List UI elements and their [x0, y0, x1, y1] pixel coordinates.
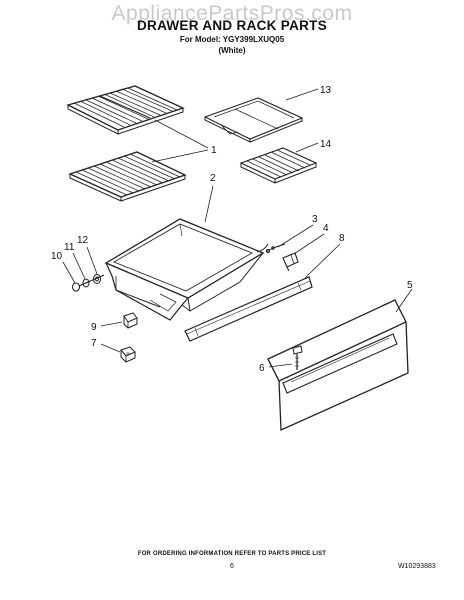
leader-7 — [100, 343, 121, 353]
leader-9 — [100, 321, 123, 327]
panel-screw — [292, 345, 303, 370]
callout-13: 13 — [320, 85, 332, 96]
leader-8 — [304, 243, 341, 279]
callout-5: 5 — [407, 280, 413, 291]
half-rack-frame — [203, 97, 304, 143]
watermark: AppliancePartsPros.com — [111, 2, 353, 25]
leader-6 — [268, 363, 293, 368]
drawer-front-trim — [184, 276, 313, 342]
oven-rack-lower — [68, 151, 187, 202]
leader-10 — [62, 261, 76, 284]
leader-12 — [86, 246, 98, 275]
callout-6: 6 — [259, 363, 265, 374]
leader-2 — [204, 185, 214, 223]
document-number: W10293883 — [398, 563, 436, 570]
leader-5 — [395, 288, 413, 313]
model-line: For Model: YGY399LXUQ05 — [179, 35, 285, 44]
ordering-note: FOR ORDERING INFORMATION REFER TO PARTS … — [137, 551, 327, 557]
callout-14: 14 — [320, 139, 332, 150]
drawer-body — [104, 218, 269, 321]
callout-4: 4 — [323, 223, 329, 234]
color-line: (White) — [218, 46, 246, 55]
page-number: 6 — [230, 563, 234, 570]
oven-rack-upper — [66, 85, 185, 135]
drawer-front-panel — [267, 299, 409, 431]
leader-3 — [277, 224, 314, 248]
callout-10: 10 — [51, 251, 63, 262]
callout-2: 2 — [210, 173, 216, 184]
callout-1: 1 — [211, 145, 217, 156]
leader-4 — [293, 233, 325, 255]
callout-3: 3 — [312, 214, 318, 225]
drawer-clip — [282, 252, 299, 272]
leader-11 — [72, 252, 86, 280]
leader-14 — [295, 142, 319, 153]
drawer-bracket — [265, 243, 286, 253]
callout-7: 7 — [91, 338, 97, 349]
drawer-stop-block — [123, 312, 138, 329]
screw-and-washers — [71, 274, 105, 292]
callout-12: 12 — [77, 235, 89, 246]
callout-9: 9 — [91, 322, 97, 333]
leader-1a — [154, 119, 209, 149]
page-title: DRAWER AND RACK PARTS — [136, 18, 328, 33]
leader-13 — [285, 88, 319, 101]
callout-11: 11 — [64, 242, 75, 253]
drawer-glide — [120, 346, 136, 363]
leader-1b — [151, 149, 209, 163]
small-wire-rack — [239, 147, 318, 184]
callout-8: 8 — [339, 233, 345, 244]
